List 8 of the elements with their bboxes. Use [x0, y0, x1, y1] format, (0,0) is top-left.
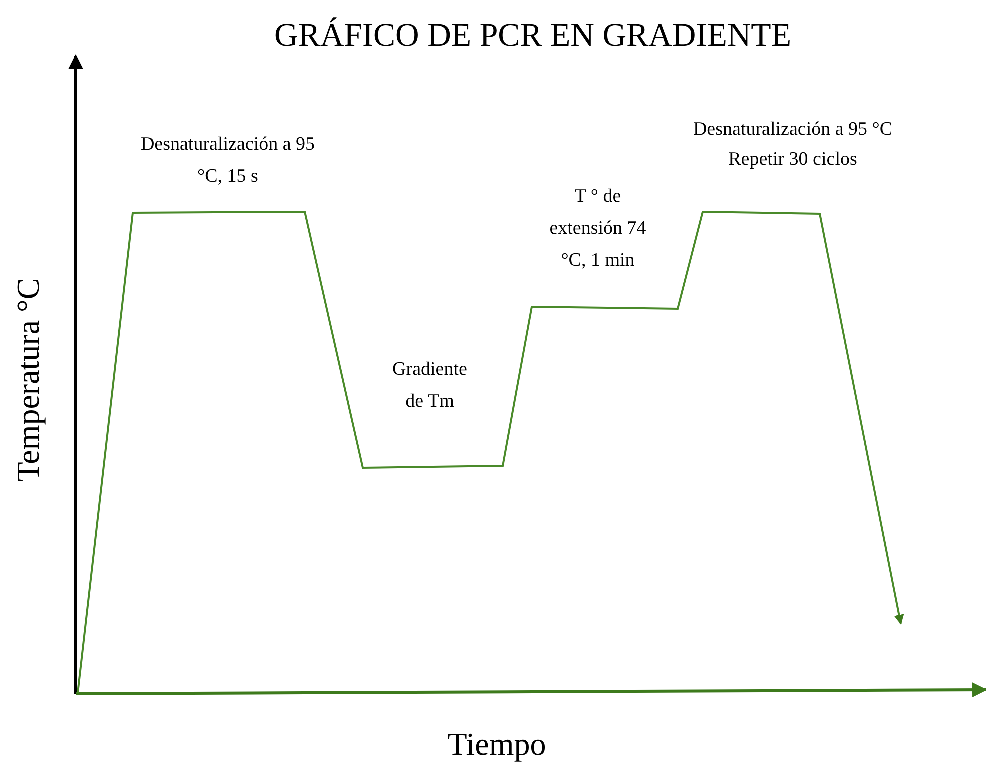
annotation-text: Gradiente de Tm	[392, 358, 468, 414]
annotation-text: Desnaturalización a 95 °C	[692, 118, 894, 142]
annotation-text: Repetir 30 ciclos	[728, 148, 858, 172]
chart-title: GRÁFICO DE PCR EN GRADIENTE	[273, 16, 792, 56]
axis-title: Temperatura °C	[9, 277, 47, 484]
annotation-text: Desnaturalización a 95 °C, 15 s	[140, 133, 316, 189]
axis-title: Tiempo	[446, 725, 548, 762]
annotation-text: T ° de extensión 74 °C, 1 min	[548, 185, 648, 273]
